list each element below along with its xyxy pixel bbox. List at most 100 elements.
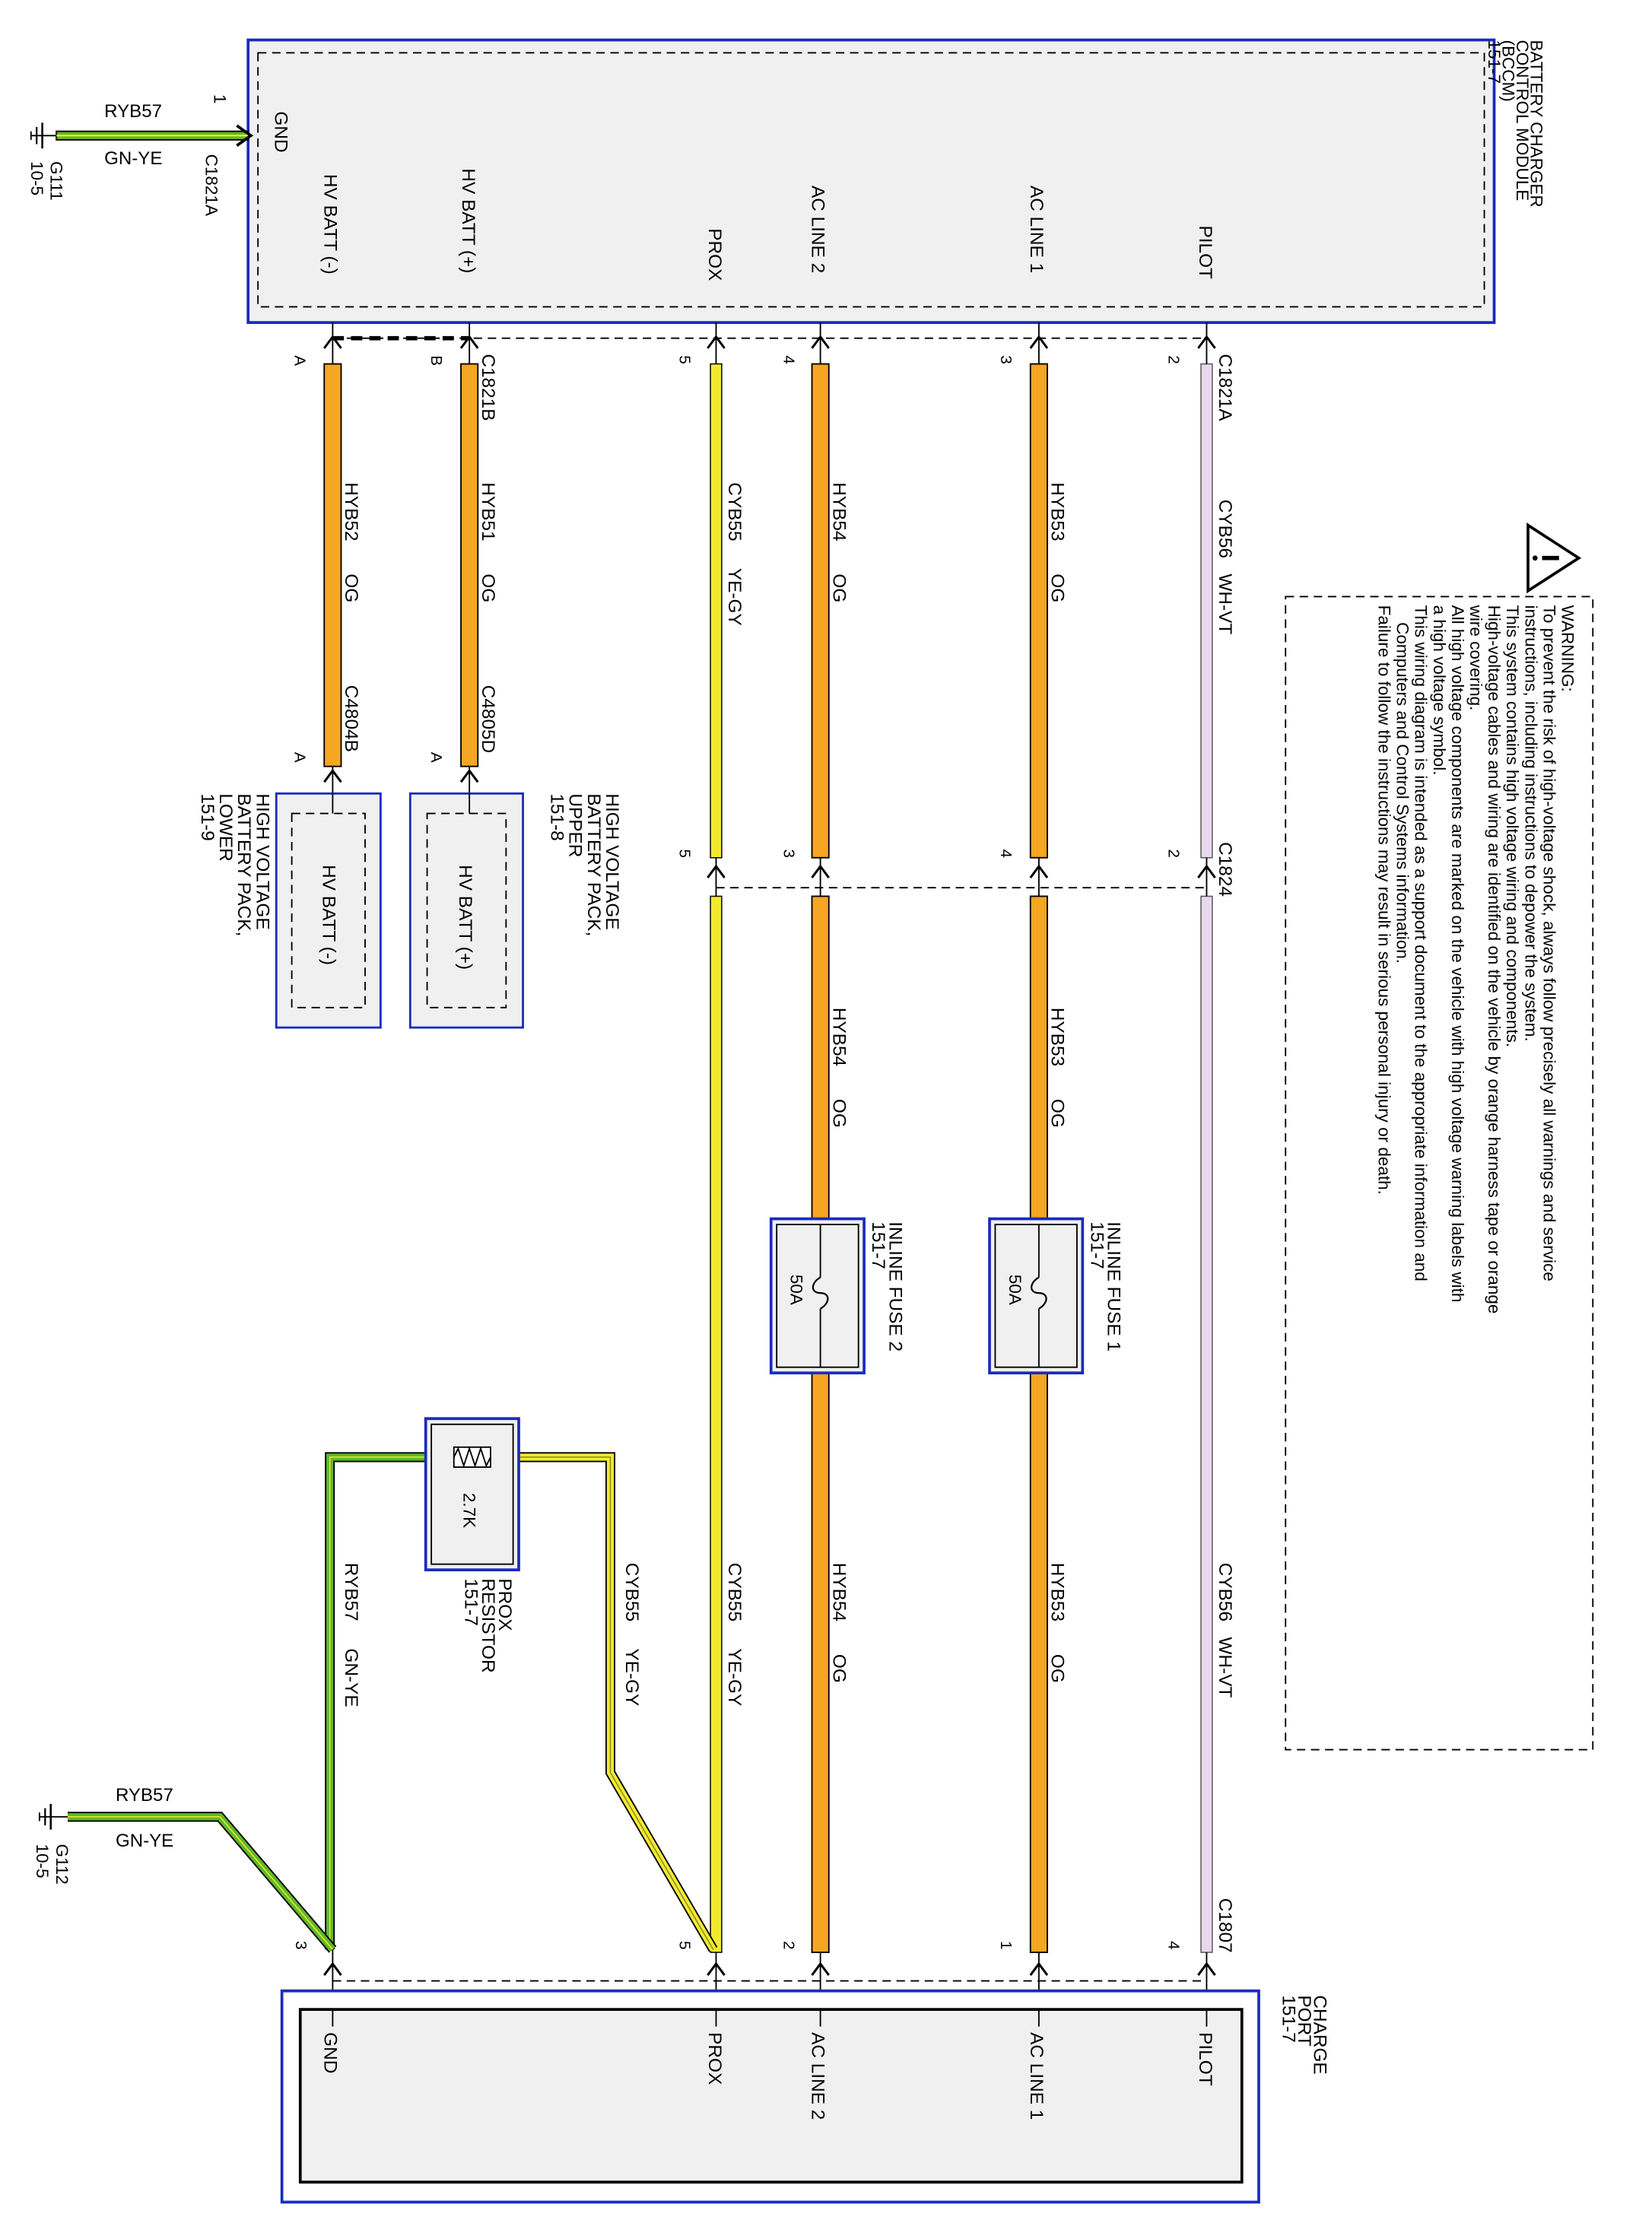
fuse-symbol-icon: [1031, 1276, 1047, 1310]
bccm-pin-ac-line-1: AC LINE 1: [1026, 186, 1047, 273]
warning-title: WARNING:: [1558, 605, 1577, 692]
resistor-value: 2.7K: [460, 1493, 479, 1528]
battery-lower-title-line: LOWER: [215, 793, 236, 861]
port-pin-prox: PROX: [704, 2032, 725, 2085]
wire-hyb53-segment: [1029, 1372, 1048, 1953]
circuit-ac-line-2: HYB54 OG HYB54 OG HYB54 OG 4 3 2: [780, 322, 849, 2010]
wire-hyb54-segment: [811, 363, 830, 859]
battery-upper-title-line: BATTERY PACK,: [583, 793, 604, 936]
hv-neg-pin-top: A: [291, 355, 308, 366]
bccm-title-line: CONTROL MODULE: [1513, 40, 1532, 202]
wire-hyb53-segment: [1029, 895, 1048, 1223]
hv-neg-wire-color: OG: [341, 573, 361, 602]
ground-symbol-icon: [38, 1803, 68, 1830]
inline-fuse-1: 50A INLINE FUSE 1 151-7: [988, 1217, 1124, 1375]
circuit-ac-line-1: HYB53 OG HYB53 OG HYB53 OG 3 4 1: [997, 322, 1068, 2010]
ac2-pin-bottom: 2: [780, 1941, 797, 1949]
ac2-wire-color: OG: [828, 573, 849, 602]
battery-upper-title-line: UPPER: [565, 793, 586, 857]
fuse-symbol-icon: [812, 1276, 829, 1310]
ground-arrow: [236, 124, 254, 147]
ac1-wire-id: HYB53: [1047, 1563, 1068, 1621]
resistor-title-line: PROX: [494, 1578, 515, 1631]
ac1-pin-bottom: 1: [997, 1941, 1015, 1949]
pilot-wire-id: CYB56: [1215, 1563, 1235, 1621]
warning-text: WARNING: To prevent the risk of high-vol…: [1375, 605, 1577, 1314]
g111-connector: C1821A: [202, 154, 221, 216]
pilot-wire-id: CYB56: [1215, 500, 1235, 558]
battery-upper-title-line: HIGH VOLTAGE: [602, 793, 622, 929]
pilot-wire-color: WH-VT: [1215, 1637, 1235, 1698]
fuse2-rating: 50A: [787, 1275, 806, 1305]
wire-cyb55-segment: [710, 895, 723, 1953]
fuse2-ref: 151-7: [868, 1221, 888, 1269]
circuit-prox: CYB55 YE-GY CYB55 YE-GY 5 5 5: [675, 322, 745, 2010]
hv-batt-pos-label: HV BATT (+): [455, 865, 475, 970]
c4804b-label: C4804B: [341, 685, 361, 752]
pilot-pin-top: 2: [1164, 355, 1182, 364]
bccm-title-line: BATTERY CHARGER: [1527, 40, 1546, 208]
prox-branch-wire-color: YE-GY: [621, 1648, 642, 1706]
hv-neg-pin-batt: A: [291, 752, 308, 763]
wire-hyb53-segment: [1029, 363, 1048, 859]
port-pin-ac-line-1: AC LINE 1: [1026, 2032, 1047, 2120]
prox-wire-color: YE-GY: [724, 1648, 745, 1706]
prox-pin-top: 5: [675, 355, 693, 364]
ac2-wire-color: OG: [828, 1654, 849, 1683]
battery-lower-title: HIGH VOLTAGE BATTERY PACK, LOWER 151-9: [197, 793, 272, 936]
ac1-wire-id: HYB53: [1047, 1008, 1068, 1066]
warning-line: Failure to follow the instructions may r…: [1375, 605, 1394, 1195]
prox-wire-id: CYB55: [724, 1563, 745, 1621]
battery-lower-title-line: 151-9: [197, 793, 218, 840]
ac2-pin-mid: 3: [780, 850, 797, 858]
bccm-pin-pilot: PILOT: [1195, 225, 1215, 279]
g112-color-label: GN-YE: [116, 1831, 173, 1851]
fuse1-title: INLINE FUSE 1: [1104, 1221, 1124, 1351]
fuse1-ref: 151-7: [1086, 1221, 1107, 1269]
ac1-wire-color: OG: [1047, 573, 1068, 602]
battery-lower-title-line: HIGH VOLTAGE: [252, 793, 272, 929]
ac1-wire-color: OG: [1047, 1654, 1068, 1683]
pilot-pin-bottom: 4: [1164, 1941, 1182, 1949]
prox-branch-wire-id: CYB55: [621, 1563, 642, 1621]
connector-arrows: [323, 335, 1216, 1976]
bccm-pin-gnd: GND: [270, 111, 291, 152]
bccm-pin-prox: PROX: [704, 228, 725, 281]
warning-line: wire covering.: [1466, 605, 1485, 711]
warning-box: WARNING: To prevent the risk of high-vol…: [1285, 522, 1594, 1751]
g111-ref: 10-5: [27, 161, 46, 195]
warning-line: All high voltage components are marked o…: [1448, 605, 1467, 1303]
gnd-branch-wire-color: GN-YE: [341, 1648, 361, 1707]
ac2-wire-id: HYB54: [828, 482, 849, 541]
bccm-pin-hv-batt-pos: HV BATT (+): [458, 168, 478, 273]
wire-hyb54-segment: [811, 895, 830, 1223]
warning-line: a high voltage symbol.: [1430, 605, 1449, 776]
warning-line: instructions, including instructions to …: [1521, 605, 1540, 1042]
ac2-pin-top: 4: [780, 355, 797, 364]
prox-wire-id: CYB55: [724, 482, 745, 541]
resistor-symbol-icon: [453, 1446, 491, 1469]
hv-neg-wire-id: HYB52: [341, 482, 361, 541]
ground-g111: RYB57 GN-YE G111 10-5 1 C1821A: [27, 94, 254, 216]
c1821a-label: C1821A: [1215, 354, 1235, 421]
circuit-hv-batt-pos: HYB51 OG C4805D C1821B B A: [427, 322, 498, 794]
c1821b-label: C1821B: [478, 354, 498, 421]
bccm-title-line: (BCCM): [1499, 40, 1518, 102]
charge-port-title-line: 151-7: [1279, 1995, 1299, 2042]
wire-cyb56-segment: [1200, 895, 1213, 1953]
wire-hyb51: [460, 363, 479, 767]
bccm-module: BATTERY CHARGER CONTROL MODULE (BCCM) 15…: [246, 38, 1546, 324]
pilot-pin-mid: 2: [1164, 850, 1182, 858]
pilot-wire-color: WH-VT: [1215, 573, 1235, 634]
resistor-title-line: 151-7: [461, 1578, 481, 1625]
circuit-pilot: CYB56 WH-VT CYB56 WH-VT 2 2 4: [1164, 322, 1235, 2010]
circuit-hv-batt-neg: HYB52 OG C4804B A A: [291, 322, 361, 794]
c1807-label: C1807: [1215, 1898, 1235, 1953]
ac2-wire-id: HYB54: [828, 1008, 849, 1066]
hv-pos-pin-batt: A: [427, 752, 445, 763]
c4805d-label: C4805D: [478, 685, 498, 753]
hv-battery-pack-upper: HV BATT (+) HIGH VOLTAGE BATTERY PACK, U…: [408, 792, 622, 1029]
charge-port-module: GND PROX AC LINE 2 AC LINE 1 PILOT CHARG…: [280, 1989, 1330, 2204]
wire-cyb55-segment: [710, 363, 723, 859]
